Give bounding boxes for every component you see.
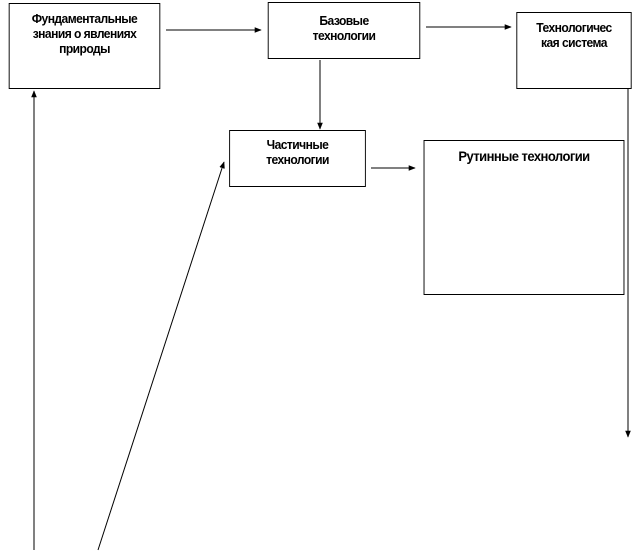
routine-technologies-box: Рутинные технологии	[423, 140, 625, 295]
fundamental-knowledge-label: Фундаментальные знания о явлениях природ…	[31, 11, 138, 56]
basic-technologies-label: Базовые технологии	[312, 13, 376, 43]
partial-technologies-box: Частичные технологии	[229, 130, 366, 187]
basic-technologies-box: Базовые технологии	[267, 2, 421, 59]
technological-system-label: Технологичес кая система	[536, 20, 612, 50]
partial-technologies-label: Частичные технологии	[266, 137, 329, 167]
technological-system-box: Технологичес кая система	[516, 12, 632, 89]
arrow-diagonal-to-partial	[97, 161, 225, 551]
routine-technologies-label: Рутинные технологии	[458, 148, 590, 164]
fundamental-knowledge-box: Фундаментальные знания о явлениях природ…	[8, 3, 161, 89]
